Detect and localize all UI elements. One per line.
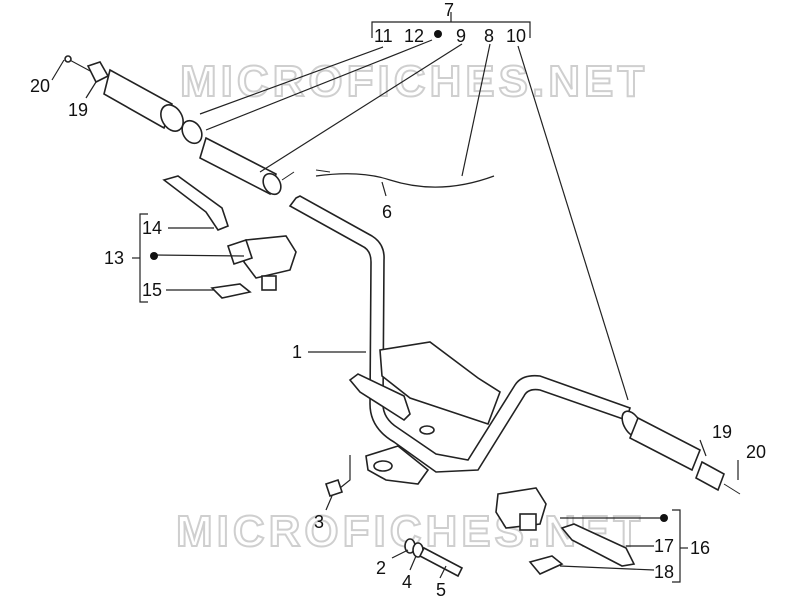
callout-7: 7 xyxy=(444,0,454,20)
group-bracket-13 xyxy=(132,213,148,303)
callout-19-right: 19 xyxy=(712,422,732,442)
callout-16: 16 xyxy=(690,538,710,558)
left-clamp xyxy=(210,283,252,299)
callout-13: 13 xyxy=(104,248,124,268)
callout-10: 10 xyxy=(506,26,526,46)
callout-1: 1 xyxy=(292,342,302,362)
group-bracket-16 xyxy=(672,509,688,583)
callout-8: 8 xyxy=(484,26,494,46)
right-brake-lever xyxy=(560,523,636,567)
left-master-cylinder xyxy=(226,235,297,291)
nut xyxy=(324,455,351,498)
callout-14: 14 xyxy=(142,218,162,238)
right-master-cylinder xyxy=(495,487,547,531)
watermark-top: MICROFICHES.NET xyxy=(180,57,648,106)
callout-12: 12 xyxy=(404,26,424,46)
callout-11: 11 xyxy=(374,26,393,46)
callout-3: 3 xyxy=(314,512,324,532)
left-grip-assembly xyxy=(64,55,295,196)
bolt-and-washers xyxy=(404,538,464,578)
callout-9: 9 xyxy=(456,26,466,46)
handlebar xyxy=(288,195,632,485)
callout-6: 6 xyxy=(382,202,392,222)
callout-19-left: 19 xyxy=(68,100,88,120)
group-bracket-7 xyxy=(371,12,531,38)
throttle-cable xyxy=(315,169,495,188)
callout-17: 17 xyxy=(654,536,674,556)
callout-4: 4 xyxy=(402,572,412,592)
callout-2: 2 xyxy=(376,558,386,578)
right-clamp xyxy=(528,555,564,575)
right-grip-assembly xyxy=(621,410,741,495)
bullet-dot-16 xyxy=(660,514,668,522)
leader-lines xyxy=(51,39,739,579)
callout-20-right: 20 xyxy=(746,442,766,462)
callout-18: 18 xyxy=(654,562,674,582)
bullet-dot-12 xyxy=(434,30,442,38)
callout-5: 5 xyxy=(436,580,446,600)
callout-15: 15 xyxy=(142,280,162,300)
bullet-dot-13 xyxy=(150,252,158,260)
callout-20-left: 20 xyxy=(30,76,50,96)
left-brake-lever xyxy=(162,175,229,231)
